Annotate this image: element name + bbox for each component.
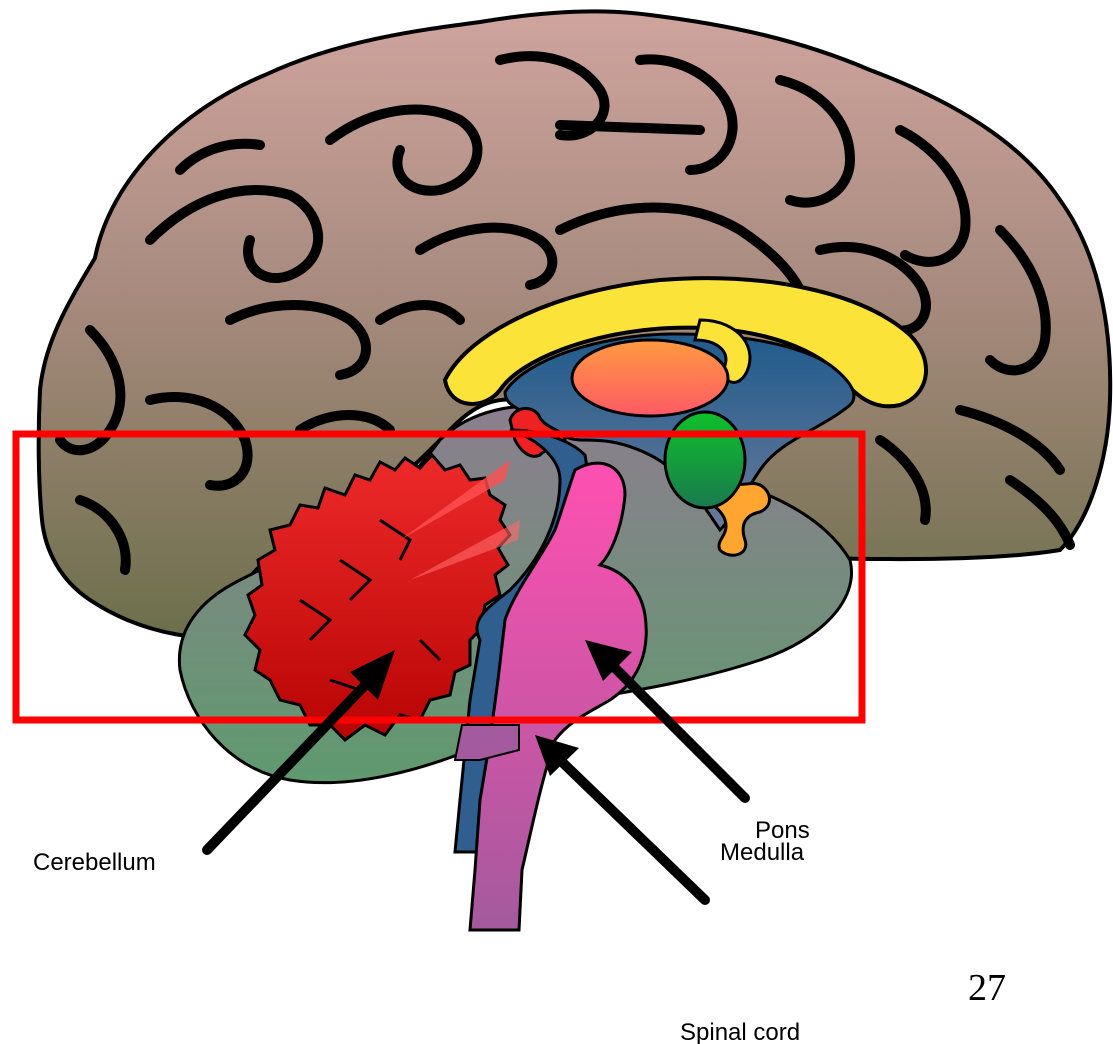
arrow-pons xyxy=(615,668,745,798)
page-number: 27 xyxy=(968,967,1006,1009)
mammillary-body xyxy=(665,412,745,508)
label-cerebellum: Cerebellum xyxy=(33,849,156,876)
thalamus xyxy=(572,340,728,416)
arrow-medulla xyxy=(560,760,705,900)
label-medulla: Medulla xyxy=(720,839,805,866)
label-spinal-cord: Spinal cord xyxy=(680,1019,800,1044)
